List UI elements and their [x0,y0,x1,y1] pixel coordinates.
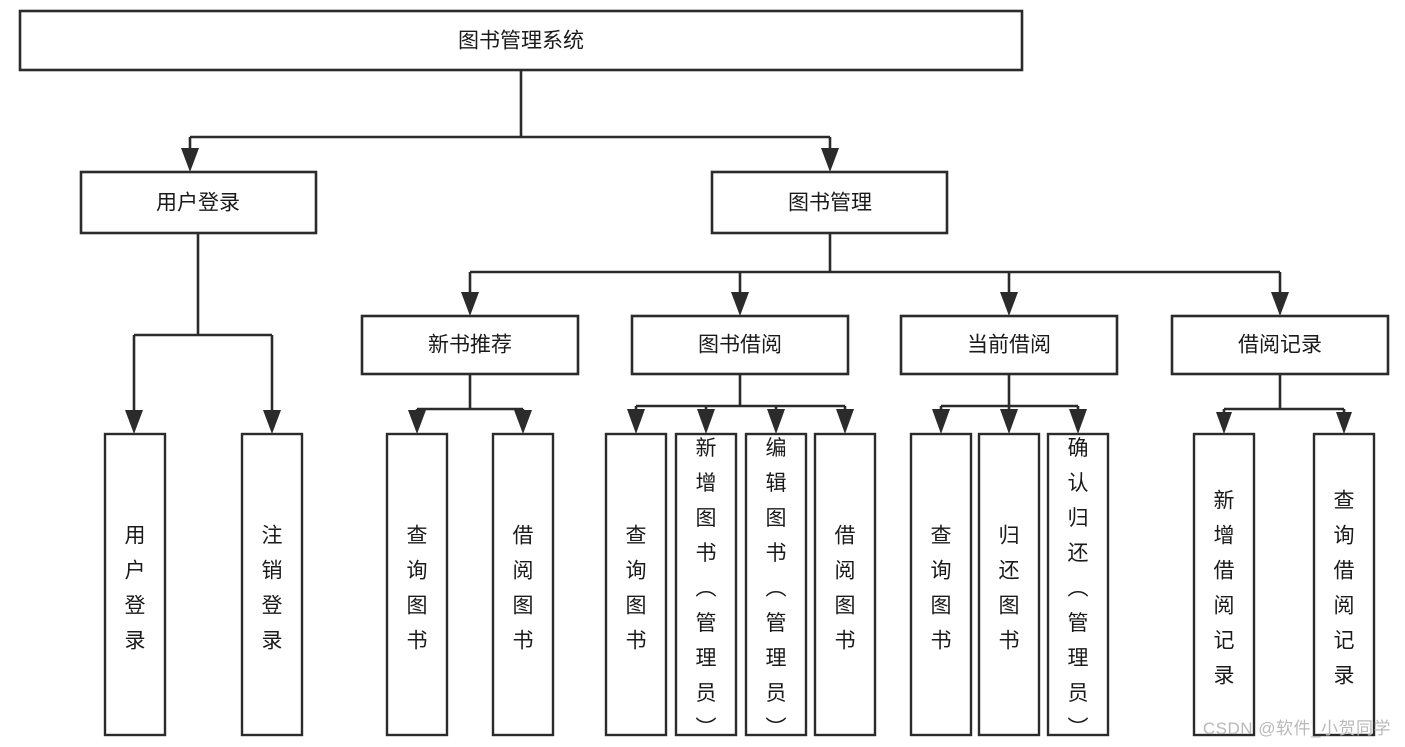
leaf-current-borrow-1-label: 查询图书 [931,524,952,652]
node-user-login-box[interactable] [79,170,318,235]
arrow-newbook [461,292,479,316]
arrow-bookborrow-l1 [627,409,645,434]
arrow-userlogin-l2 [263,410,281,434]
arrow-currentborrow-l1 [932,409,950,434]
arrow-book-manage [821,148,839,172]
leaf-borrow-record-2-box[interactable] [1312,432,1376,737]
leaf-borrow-record-2[interactable]: 查询借阅记录 [1312,432,1376,737]
node-book-manage[interactable]: 图书管理 [710,170,949,235]
arrow-bookborrow-l3 [767,409,785,434]
leaf-current-borrow-3-label: 确认归还︵管理员︶ [1068,437,1089,740]
leaf-new-book-1-box[interactable] [385,432,449,737]
leaf-book-borrow-3[interactable]: 编辑图书︵管理员︶ [744,432,808,740]
arrow-bookborrow-l2 [697,409,715,434]
leaf-new-book-2-label: 借阅图书 [513,524,534,652]
arrow-borrowrecord-l2 [1336,412,1352,434]
node-new-book-recommend-label: 新书推荐 [428,334,512,357]
leaf-current-borrow-2-box[interactable] [977,432,1041,737]
node-current-borrow[interactable]: 当前借阅 [899,314,1119,376]
leaf-book-borrow-4-label: 借阅图书 [835,524,856,652]
leaf-new-book-1[interactable]: 查询图书 [385,432,449,737]
leaf-borrow-record-2-label: 查询借阅记录 [1334,489,1355,687]
arrow-newbook-l2 [514,410,532,434]
node-current-borrow-label: 当前借阅 [967,334,1051,357]
node-current-borrow-box[interactable] [899,314,1119,376]
leaf-book-borrow-4-box[interactable] [813,432,877,737]
leaf-book-borrow-1[interactable]: 查询图书 [604,432,668,737]
node-user-login[interactable]: 用户登录 [79,170,318,235]
arrow-currentborrow-l2 [1000,409,1018,434]
leaf-book-borrow-2[interactable]: 新增图书︵管理员︶ [674,432,738,740]
node-book-borrow-label: 图书借阅 [698,334,782,357]
leaf-book-borrow-1-label: 查询图书 [626,524,647,652]
node-book-borrow[interactable]: 图书借阅 [630,314,850,376]
node-borrow-record-box[interactable] [1170,314,1390,376]
leaf-borrow-record-1-box[interactable] [1192,432,1256,737]
node-new-book-recommend-box[interactable] [360,314,580,376]
leaf-borrow-record-1[interactable]: 新增借阅记录 [1192,432,1256,737]
node-root-label: 图书管理系统 [458,30,584,53]
node-borrow-record-label: 借阅记录 [1238,334,1322,357]
leaf-borrow-record-1-label: 新增借阅记录 [1214,489,1235,687]
leaf-user-login-1-label: 用户登录 [125,524,146,652]
leaf-current-borrow-1[interactable]: 查询图书 [909,432,973,737]
node-borrow-record[interactable]: 借阅记录 [1170,314,1390,376]
leaf-book-borrow-3-box[interactable] [744,432,808,737]
leaf-book-borrow-1-box[interactable] [604,432,668,737]
node-book-borrow-box[interactable] [630,314,850,376]
node-user-login-label: 用户登录 [156,192,240,215]
arrow-currentborrow [1000,292,1018,316]
leaf-new-book-2[interactable]: 借阅图书 [491,432,555,737]
node-root-box[interactable] [18,9,1024,72]
edge-group [125,70,1352,434]
node-book-manage-box[interactable] [710,170,949,235]
leaf-current-borrow-2[interactable]: 归还图书 [977,432,1041,737]
arrow-borrowrecord-l1 [1216,412,1232,434]
node-new-book-recommend[interactable]: 新书推荐 [360,314,580,376]
arrow-bookborrow-l4 [836,409,854,434]
leaf-user-login-1-box[interactable] [103,432,167,737]
arrow-bookborrow [731,292,749,316]
arrow-currentborrow-l3 [1069,409,1087,434]
leaf-book-borrow-2-label: 新增图书︵管理员︶ [696,437,717,740]
leaf-user-login-1[interactable]: 用户登录 [103,432,167,737]
leaf-user-login-2-box[interactable] [240,432,304,737]
leaf-current-borrow-1-box[interactable] [909,432,973,737]
arrow-borrowrecord [1271,292,1289,316]
leaf-user-login-2-label: 注销登录 [262,524,283,652]
arrow-newbook-l1 [408,410,426,434]
leaf-book-borrow-3-label: 编辑图书︵管理员︶ [766,437,787,740]
leaf-book-borrow-2-box[interactable] [674,432,738,737]
node-book-manage-label: 图书管理 [788,192,872,215]
leaf-book-borrow-4[interactable]: 借阅图书 [813,432,877,737]
arrow-user-login [181,148,199,172]
leaf-new-book-2-box[interactable] [491,432,555,737]
node-root[interactable]: 图书管理系统 [18,9,1024,72]
leaf-new-book-1-label: 查询图书 [407,524,428,652]
leaf-current-borrow-3[interactable]: 确认归还︵管理员︶ [1046,432,1110,740]
leaf-current-borrow-3-box[interactable] [1046,432,1110,737]
leaf-current-borrow-2-label: 归还图书 [999,524,1020,652]
arrow-userlogin-l1 [125,410,143,434]
leaf-user-login-2[interactable]: 注销登录 [240,432,304,737]
